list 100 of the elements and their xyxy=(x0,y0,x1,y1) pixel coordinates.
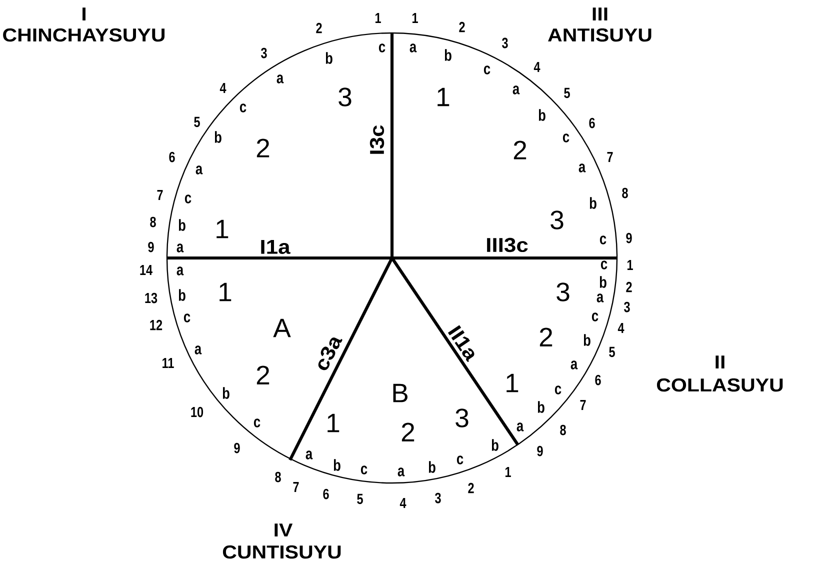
region-title: II xyxy=(716,356,724,368)
ray-number: 2 xyxy=(626,282,632,292)
sector-number: 1 xyxy=(506,374,518,392)
ray-number: 11 xyxy=(162,358,174,368)
sector-letter: b xyxy=(590,197,596,209)
sector-number: 2 xyxy=(514,140,526,160)
sector-letter: a xyxy=(306,450,313,460)
sector-letter: a xyxy=(578,164,586,172)
ray-number: 8 xyxy=(275,472,281,482)
sector-number: 1 xyxy=(438,88,450,106)
ray-number: 8 xyxy=(622,188,628,198)
ray-number: 9 xyxy=(537,446,543,456)
ray-number: 12 xyxy=(150,320,162,330)
sector-letter: a xyxy=(570,360,578,370)
region-title: ANTISUYU xyxy=(548,28,652,42)
sector-letter: a xyxy=(512,86,520,94)
sector-number: 1 xyxy=(216,220,228,238)
region-title: COLLASUYU xyxy=(656,378,783,392)
sector-number: 2 xyxy=(402,422,414,442)
ray-number: 3 xyxy=(435,492,441,504)
ray-number: 14 xyxy=(140,264,152,276)
sector-letter: a xyxy=(276,74,284,84)
sector-letter: b xyxy=(178,219,186,231)
sector-letter: c xyxy=(600,236,606,244)
ray-number: 5 xyxy=(357,494,363,504)
sector-letter: c xyxy=(184,314,190,322)
ray-number: 8 xyxy=(560,424,566,436)
sector-letter: a xyxy=(596,294,604,302)
sector-number: 1 xyxy=(220,282,232,302)
ray-number: 4 xyxy=(400,498,406,508)
ray-number: 9 xyxy=(234,442,240,454)
sector-number: 2 xyxy=(256,138,270,158)
sector-letter: a xyxy=(176,266,184,276)
sector-letter: b xyxy=(538,401,544,413)
sector-letter: b xyxy=(600,276,606,288)
sector-number: B xyxy=(393,384,408,402)
sector-letter: b xyxy=(492,439,498,451)
sector-number: 2 xyxy=(256,366,270,384)
ray-number: 1 xyxy=(505,466,511,478)
region-title: CHINCHAYSUYU xyxy=(3,28,164,42)
ray-number: 4 xyxy=(618,322,624,334)
sector-letter: c xyxy=(378,44,386,52)
ray-number: 1 xyxy=(627,260,633,270)
sector-letter: c xyxy=(554,386,562,394)
ray-number: 9 xyxy=(626,232,632,244)
sector-number: 3 xyxy=(556,282,570,302)
ray-number: 1 xyxy=(412,12,418,24)
line-label: I3c xyxy=(370,125,384,154)
sector-letter: c xyxy=(456,456,464,464)
sector-number: 3 xyxy=(338,88,352,106)
ray-number: 5 xyxy=(609,346,615,358)
sector-letter: b xyxy=(334,459,340,471)
region-title: I xyxy=(82,8,86,20)
sector-letter: b xyxy=(178,289,186,301)
sector-letter: c xyxy=(562,134,570,142)
ray-number: 7 xyxy=(157,190,163,200)
sector-number: 3 xyxy=(550,210,564,230)
line-label: c3a xyxy=(318,337,342,370)
ray-number: 7 xyxy=(580,400,586,410)
sector-number: 3 xyxy=(456,408,468,428)
sector-letter: b xyxy=(444,49,452,61)
sector-number: A xyxy=(273,318,291,338)
sector-letter: a xyxy=(196,166,203,174)
ray-number: 5 xyxy=(564,88,570,98)
ray-number: 1 xyxy=(375,12,381,24)
sector-letter: b xyxy=(214,131,222,143)
sector-letter: c xyxy=(600,260,608,270)
ray-number: 13 xyxy=(145,292,158,304)
sector-letter: c xyxy=(184,194,192,204)
sector-letter: b xyxy=(538,109,546,121)
region-title: CUNTISUYU xyxy=(222,545,341,559)
ray-number: 10 xyxy=(191,406,204,418)
sector-letter: b xyxy=(584,334,590,346)
ray-number: 3 xyxy=(624,302,630,312)
sector-letter: a xyxy=(516,422,524,432)
sector-letter: b xyxy=(428,461,436,473)
ray-number: 4 xyxy=(220,82,226,94)
ray-number: 2 xyxy=(459,22,465,32)
ray-number: 4 xyxy=(534,62,540,72)
ray-number: 9 xyxy=(148,242,154,252)
ray-number: 6 xyxy=(595,374,601,386)
ray-number: 2 xyxy=(316,22,322,34)
sector-letter: a xyxy=(194,346,202,354)
sector-letter: a xyxy=(410,44,417,52)
ray-number: 5 xyxy=(194,116,200,128)
line-label: I1a xyxy=(261,240,290,254)
sector-letter: c xyxy=(360,466,368,474)
sector-letter: c xyxy=(484,66,490,74)
sector-letter: a xyxy=(398,468,405,476)
ray-number: 8 xyxy=(150,216,156,228)
ray-number: 6 xyxy=(589,118,595,128)
ray-number: 7 xyxy=(607,152,613,162)
sector-number: 1 xyxy=(328,414,340,432)
ray-number: 6 xyxy=(169,152,175,162)
line-label: III3c xyxy=(487,238,528,252)
sector-letter: a xyxy=(176,244,184,252)
sector-letter: b xyxy=(326,52,332,64)
ray-number: 6 xyxy=(323,488,329,500)
ray-number: 3 xyxy=(261,48,267,58)
sector-letter: b xyxy=(222,387,230,399)
